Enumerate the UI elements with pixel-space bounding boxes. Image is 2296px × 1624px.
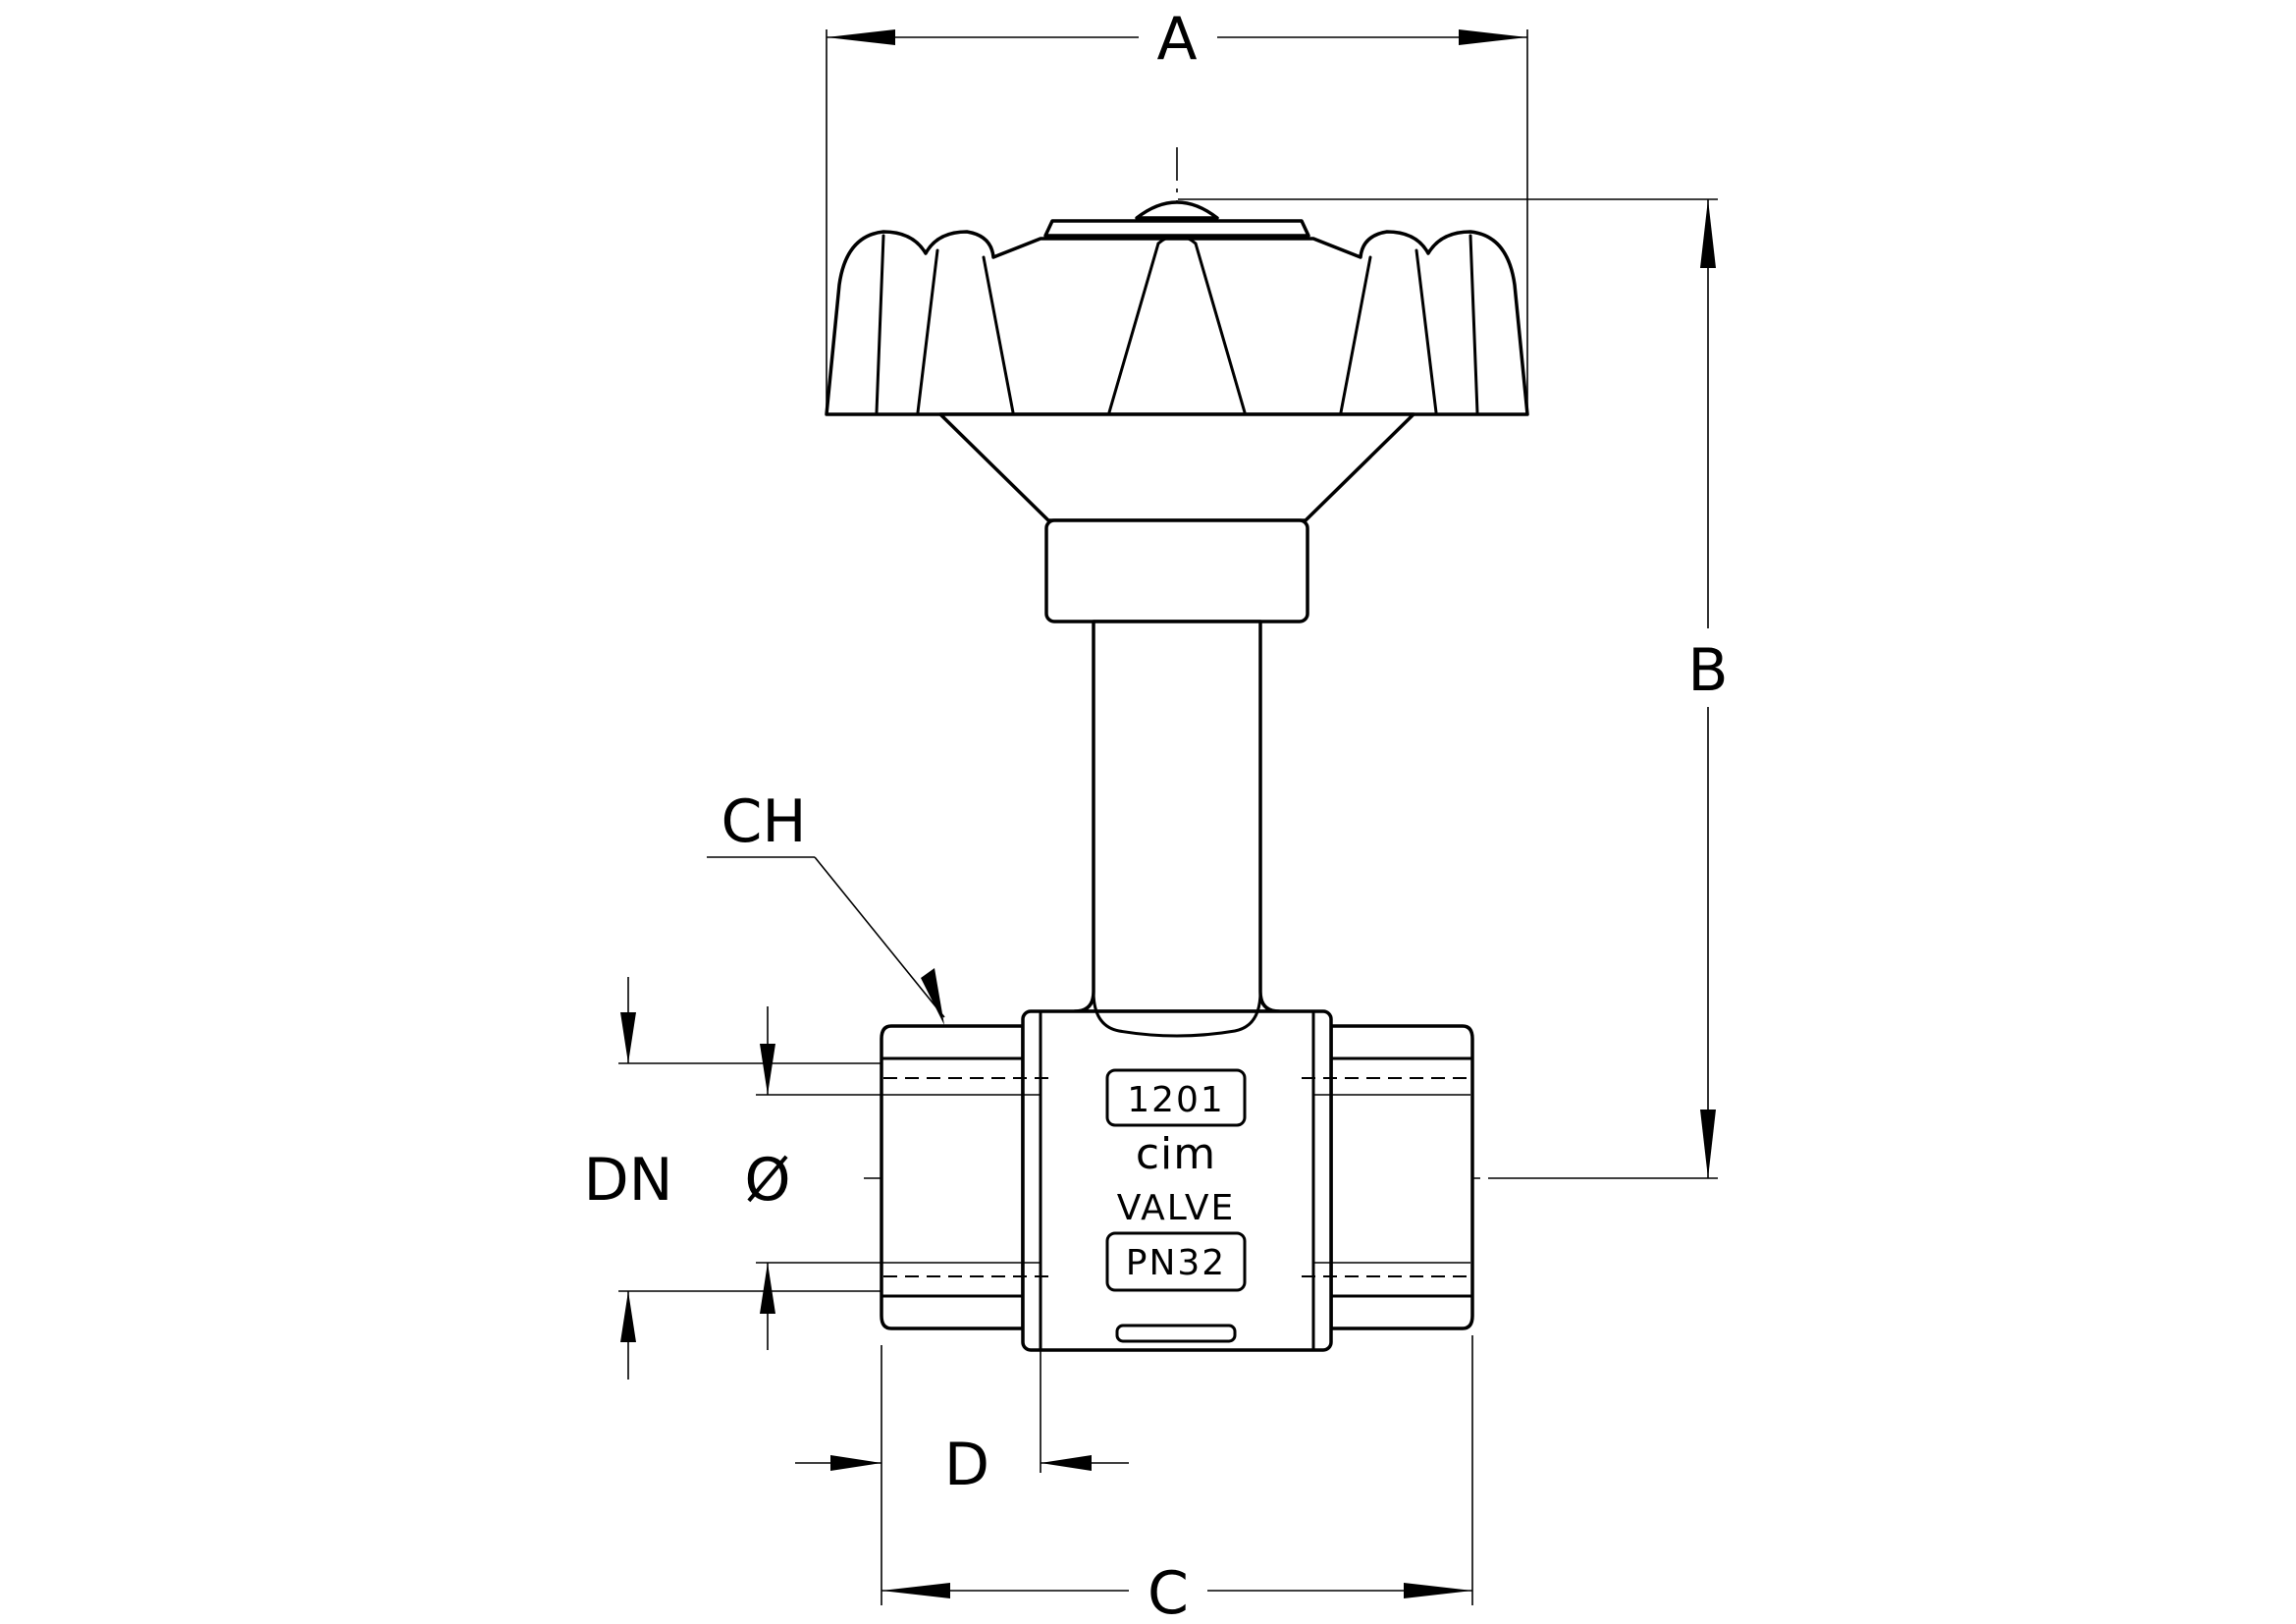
body-right-port [1329, 1024, 1474, 1330]
handwheel-hub-cone [938, 412, 1415, 522]
handwheel-flute-right-outer [1468, 234, 1479, 414]
handwheel-flute-centre-left [1107, 242, 1160, 414]
dimension-a-label: A [1156, 5, 1197, 74]
dimension-dn: DN [583, 977, 881, 1380]
handwheel-flute-centre-right [1194, 242, 1247, 414]
handwheel-crown [825, 230, 1529, 416]
dimension-diameter: Ø [744, 1006, 883, 1350]
dimension-b: B [1178, 198, 1729, 1179]
stem-extension [1073, 620, 1281, 1013]
mark-model: 1201 [1127, 1080, 1225, 1120]
body-left-port [880, 1024, 1025, 1330]
leader-ch: CH [707, 787, 945, 1025]
dimension-a: A [826, 5, 1528, 412]
dimension-diameter-label: Ø [744, 1146, 790, 1215]
handwheel-flute-left-outer [875, 234, 885, 414]
mark-bottom-slot [1115, 1324, 1237, 1343]
handwheel-top-plate [1043, 219, 1310, 238]
dimension-c: C [881, 1335, 1473, 1624]
leader-ch-label: CH [721, 787, 806, 856]
handwheel-flute-right-1 [1415, 248, 1438, 414]
handwheel-flute-centre-cap [1156, 234, 1198, 245]
dimension-d-label: D [944, 1431, 989, 1499]
handwheel-top-button [1135, 200, 1219, 220]
valve-body: 1201 cim VALVE PN32 [880, 990, 1474, 1352]
mark-line: VALVE [1117, 1188, 1235, 1228]
handwheel-flute-left-2 [982, 255, 1015, 414]
dimension-d: D [795, 1350, 1129, 1499]
mark-pressure: PN32 [1126, 1243, 1226, 1283]
stem-body-fillet [1092, 990, 1262, 1038]
body-centre-block [1021, 1009, 1333, 1352]
handwheel [825, 200, 1529, 522]
handwheel-flute-left-1 [916, 248, 939, 414]
handwheel-flute-right-2 [1339, 255, 1372, 414]
dimension-dn-label: DN [583, 1146, 672, 1215]
mark-brand-logo: cim [1136, 1129, 1216, 1179]
mark-model-frame [1105, 1068, 1247, 1127]
mark-pressure-frame [1105, 1231, 1247, 1292]
dimension-c-label: C [1148, 1559, 1189, 1624]
dimension-b-label: B [1687, 636, 1728, 705]
stem-collar [1044, 518, 1309, 623]
